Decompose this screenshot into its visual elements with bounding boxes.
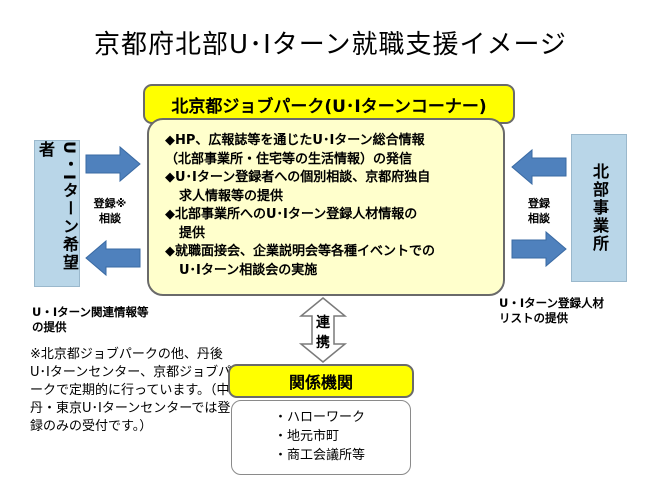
agencies-title: 関係機関: [228, 364, 414, 398]
caption-line: リストの提供: [499, 311, 568, 325]
service-line: ◆就職面接会、企業説明会等各種イベントでの: [165, 244, 435, 259]
applicant-box: U・Iターン希望者: [34, 140, 80, 287]
arrow-left-icon: [85, 239, 141, 277]
business-label: 北部事業所: [590, 163, 609, 253]
right-arrow-label: 登録 相談: [516, 196, 562, 226]
service-line: ◆U･Iターン登録者への個別相談、京都府独自: [165, 170, 431, 185]
job-park-services: ◆HP、広報誌等を通じたU･Iターン総合情報 （北部事業所・住宅等の生活情報）の…: [147, 118, 505, 296]
agency-item: ・商工会議所等: [274, 448, 366, 463]
label-line: 登録※: [93, 197, 127, 210]
agency-item: ・ハローワーク: [274, 410, 366, 425]
service-line: U･Iターン相談会の実施: [179, 262, 318, 278]
agency-item: ・地元市町: [274, 429, 340, 444]
business-box: 北部事業所: [571, 134, 627, 282]
left-caption: U・Iターン関連情報等 の提供: [32, 305, 182, 335]
job-park-title: 北京都ジョブパーク(U･Iターンコーナー): [143, 84, 515, 124]
applicant-label: U・Iターン希望者: [36, 141, 79, 272]
service-line: 提供: [179, 225, 206, 241]
footnote: ※北京都ジョブパークの他、丹後U･Iターンセンター、京都ジョブパークで定期的に行…: [30, 347, 232, 434]
service-line: ◆HP、広報誌等を通じたU･Iターン総合情報: [165, 133, 425, 148]
caption-line: の提供: [32, 320, 67, 334]
caption-line: U・Iターン関連情報等: [32, 305, 149, 319]
agencies-list: ・ハローワーク ・地元市町 ・商工会議所等: [231, 400, 411, 475]
arrow-left-icon: [511, 148, 567, 186]
link-char: 連: [316, 315, 330, 331]
arrow-right-icon: [511, 230, 567, 268]
arrow-right-icon: [85, 145, 141, 183]
service-line: 求人情報等の提供: [179, 188, 284, 204]
caption-line: U・Iターン登録人材: [499, 296, 605, 310]
label-line: 相談: [528, 212, 550, 225]
label-line: 登録: [528, 197, 550, 210]
page-title: 京都府北部U･Iターン就職支援イメージ: [94, 30, 567, 60]
left-arrow-label: 登録※ 相談: [84, 196, 136, 226]
service-line: （北部事業所・住宅等の生活情報）の発信: [165, 151, 413, 167]
link-char: 携: [316, 335, 330, 351]
link-label: 連 携: [308, 313, 338, 353]
service-line: ◆北部事業所へのU･Iターン登録人材情報の: [165, 207, 418, 222]
label-line: 相談: [99, 212, 121, 225]
double-arrow-vertical-icon: [298, 297, 348, 363]
right-caption: U・Iターン登録人材 リストの提供: [499, 296, 649, 326]
